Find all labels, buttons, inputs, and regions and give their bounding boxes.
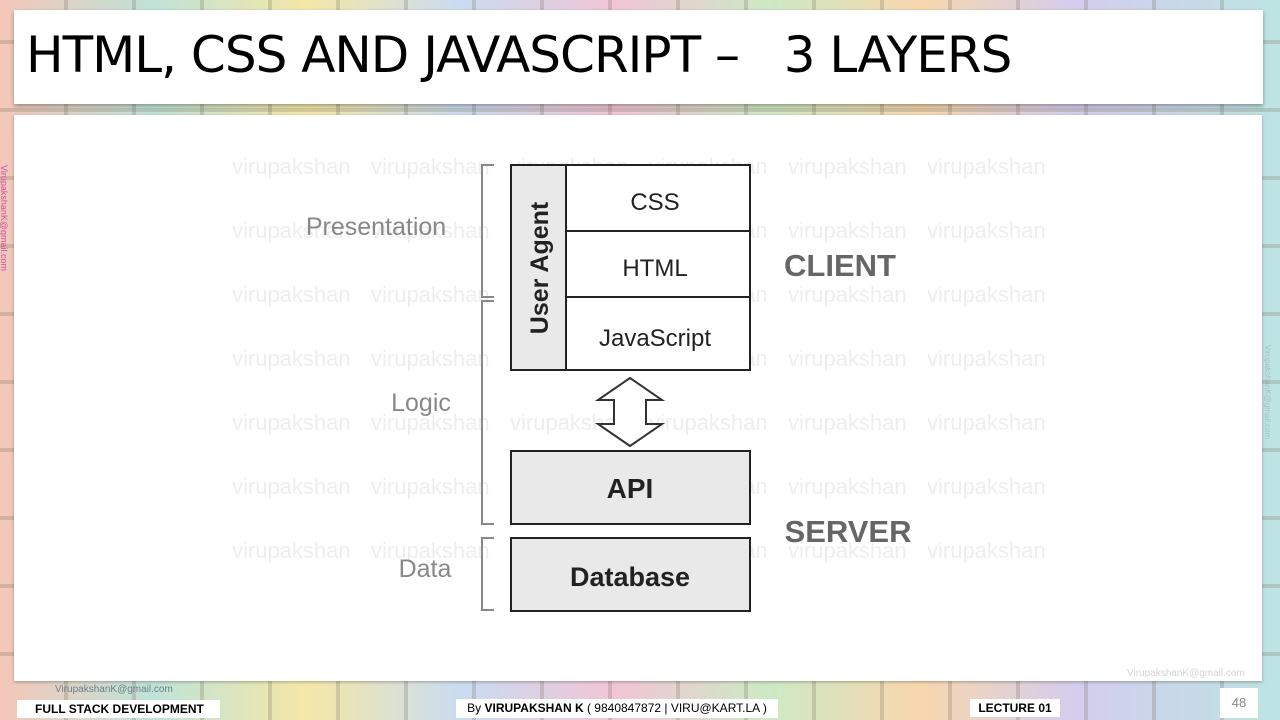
watermark-text: virupakshan [232,474,351,499]
watermark-text: virupakshan [927,282,1046,307]
page-number: 48 [1220,688,1258,718]
layer-label-logic: Logic [391,389,451,417]
footer-author-name: VIRUPAKSHAN K [484,701,584,715]
double-arrow-icon [594,376,666,448]
side-watermark-email: VirupakshanK@gmail.com [0,165,9,272]
footer-contact: ( 9840847872 | VIRU@KART.LA ) [583,701,767,715]
watermark-text: virupakshan [788,346,907,371]
side-watermark-email-right: VirupakshanK@gmail.com [1263,345,1272,440]
watermark-text: virupakshan [927,410,1046,435]
api-label: API [607,473,654,504]
data-bracket [481,537,494,611]
watermark-text: virupakshan [788,282,907,307]
watermark-text: virupakshan [371,474,490,499]
watermark-text: virupakshan [788,538,907,563]
watermark-text: virupakshan [788,410,907,435]
api-box [510,450,751,525]
watermark-text: virupakshan [927,154,1046,179]
footer-lecture: LECTURE 01 [970,699,1060,717]
watermark-text: virupakshan [232,410,351,435]
footer-by-prefix: By [467,701,485,715]
layer-label-presentation: Presentation [306,213,446,241]
html-label: HTML [622,255,687,282]
watermark-text: virupakshan [927,538,1046,563]
watermark-text: virupakshan [232,346,351,371]
watermark-text: virupakshan [788,218,907,243]
watermark-text: virupakshan [788,154,907,179]
watermark-text: virupakshan [371,346,490,371]
footer-watermark-email: VirupakshanK@gmail.com [55,684,173,695]
watermark-text: virupakshan [371,154,490,179]
css-label: CSS [630,189,679,216]
layer-label-data: Data [399,555,452,583]
watermark-text: virupakshan [927,474,1046,499]
footer-course: FULL STACK DEVELOPMENT [17,700,220,718]
watermark-text: virupakshan [232,538,351,563]
title-bar: HTML, CSS AND JAVASCRIPT – 3 LAYERS [14,10,1263,104]
slide-title: HTML, CSS AND JAVASCRIPT – 3 LAYERS [26,26,1012,84]
javascript-box [565,296,751,371]
watermark-text: virupakshan [232,154,351,179]
user-agent-label: User Agent [526,201,554,334]
watermark-text: virupakshan [371,282,490,307]
watermark-text: virupakshan [232,218,351,243]
tier-label-client: CLIENT [784,248,896,283]
watermark-text: virupakshan [927,346,1046,371]
watermark-text: virupakshan [371,410,490,435]
watermark-text: virupakshan [371,218,490,243]
presentation-bracket [481,164,494,298]
footer-watermark-email-right: VirupakshanK@gmail.com [1127,668,1245,679]
footer-author: By VIRUPAKSHAN K ( 9840847872 | VIRU@KAR… [456,699,778,718]
javascript-label: JavaScript [599,325,711,352]
database-label: Database [570,562,690,592]
html-box [565,230,751,298]
watermark-text: virupakshan [232,282,351,307]
watermark-text: virupakshan [788,474,907,499]
watermark-text: virupakshan [927,218,1046,243]
logic-bracket [481,300,494,525]
watermark-text: virupakshan [649,410,768,435]
watermark-text: virupakshan [371,538,490,563]
tier-label-server: SERVER [785,514,912,549]
database-box [510,537,751,612]
